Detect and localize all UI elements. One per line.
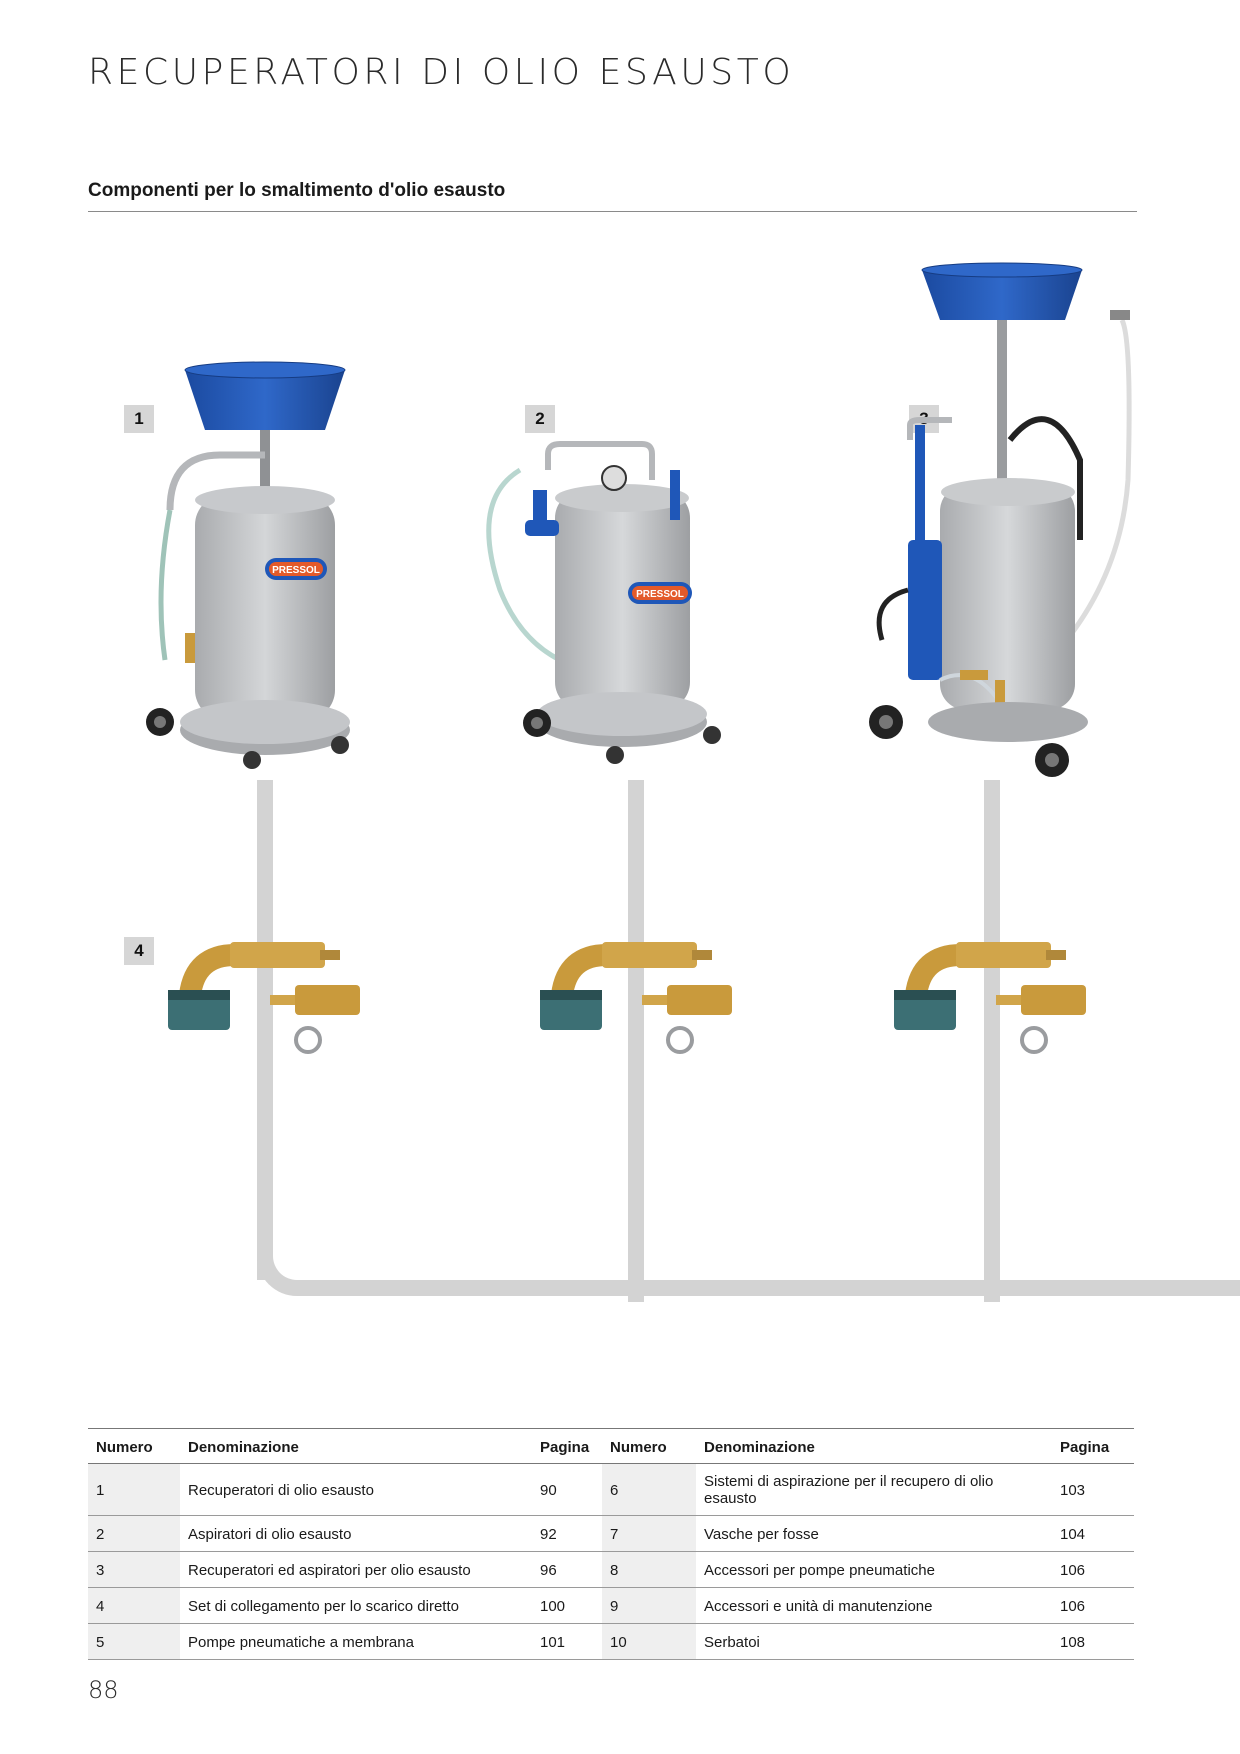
cell-pagina: 101 bbox=[532, 1623, 602, 1660]
cell-numero: 1 bbox=[88, 1463, 180, 1516]
col-header-pagina: Pagina bbox=[532, 1428, 602, 1464]
cell-pagina: 104 bbox=[1052, 1515, 1134, 1552]
cell-pagina: 92 bbox=[532, 1515, 602, 1552]
cell-denominazione: Aspiratori di olio esausto bbox=[180, 1515, 532, 1552]
cell-numero: 3 bbox=[88, 1551, 180, 1588]
section-divider bbox=[88, 211, 1137, 212]
cell-pagina: 103 bbox=[1052, 1463, 1134, 1516]
cell-numero: 5 bbox=[88, 1623, 180, 1660]
coupling-set-1-image bbox=[168, 942, 360, 1054]
cell-denominazione: Serbatoi bbox=[696, 1623, 1052, 1660]
pipe-vertical-3 bbox=[984, 780, 1000, 1302]
oil-drainer-1-image: PRESSOL bbox=[146, 361, 350, 769]
pipe-vertical-2 bbox=[628, 780, 644, 1302]
cell-denominazione: Recuperatori di olio esausto bbox=[180, 1463, 532, 1516]
table-header-row: Numero Denominazione Pagina Numero Denom… bbox=[88, 1428, 1134, 1464]
cell-numero: 4 bbox=[88, 1587, 180, 1624]
coupling-set-2-image bbox=[540, 942, 732, 1054]
coupling-set-3-image bbox=[894, 942, 1086, 1054]
cell-numero: 2 bbox=[88, 1515, 180, 1552]
badge-1: 1 bbox=[124, 405, 154, 433]
col-header-denominazione: Denominazione bbox=[180, 1428, 532, 1464]
col-header-numero: Numero bbox=[88, 1428, 180, 1464]
col-header-numero: Numero bbox=[602, 1428, 696, 1464]
cell-numero: 6 bbox=[602, 1463, 696, 1516]
table-row: 5 Pompe pneumatiche a membrana 101 10 Se… bbox=[88, 1623, 1134, 1660]
table-row: 4 Set di collegamento per lo scarico dir… bbox=[88, 1587, 1134, 1624]
table-row: 1 Recuperatori di olio esausto 90 6 Sist… bbox=[88, 1463, 1134, 1516]
oil-drainer-suction-3-image bbox=[869, 262, 1132, 777]
cell-denominazione: Pompe pneumatiche a membrana bbox=[180, 1623, 532, 1660]
col-header-denominazione: Denominazione bbox=[696, 1428, 1052, 1464]
table-row: 3 Recuperatori ed aspiratori per olio es… bbox=[88, 1551, 1134, 1588]
cell-denominazione: Vasche per fosse bbox=[696, 1515, 1052, 1552]
cell-denominazione: Recuperatori ed aspiratori per olio esau… bbox=[180, 1551, 532, 1588]
oil-suction-unit-2-image: PRESSOL bbox=[486, 441, 721, 764]
page-title: RECUPERATORI DI OLIO ESAUSTO bbox=[88, 52, 795, 93]
cell-denominazione: Set di collegamento per lo scarico diret… bbox=[180, 1587, 532, 1624]
pipe-vertical-1 bbox=[257, 780, 273, 1280]
section-heading: Componenti per lo smaltimento d'olio esa… bbox=[88, 180, 506, 201]
page-number: 88 bbox=[88, 1676, 119, 1704]
cell-numero: 8 bbox=[602, 1551, 696, 1588]
cell-denominazione: Accessori per pompe pneumatiche bbox=[696, 1551, 1052, 1588]
brand-label: PRESSOL bbox=[272, 565, 320, 576]
col-header-pagina: Pagina bbox=[1052, 1428, 1134, 1464]
cell-numero: 10 bbox=[602, 1623, 696, 1660]
table-row: 2 Aspiratori di olio esausto 92 7 Vasche… bbox=[88, 1515, 1134, 1552]
cell-numero: 7 bbox=[602, 1515, 696, 1552]
cell-pagina: 100 bbox=[532, 1587, 602, 1624]
cell-numero: 9 bbox=[602, 1587, 696, 1624]
badge-4: 4 bbox=[124, 937, 154, 965]
brand-label: PRESSOL bbox=[636, 589, 684, 600]
components-table: Numero Denominazione Pagina Numero Denom… bbox=[88, 1428, 1134, 1660]
cell-pagina: 106 bbox=[1052, 1551, 1134, 1588]
components-diagram: 1 2 3 4 PRESSOL bbox=[0, 240, 1240, 1310]
cell-denominazione: Accessori e unità di manutenzione bbox=[696, 1587, 1052, 1624]
badge-2: 2 bbox=[525, 405, 555, 433]
cell-denominazione: Sistemi di aspirazione per il recupero d… bbox=[696, 1463, 1052, 1516]
cell-pagina: 90 bbox=[532, 1463, 602, 1516]
cell-pagina: 106 bbox=[1052, 1587, 1134, 1624]
cell-pagina: 108 bbox=[1052, 1623, 1134, 1660]
pipe-corner bbox=[257, 1240, 313, 1296]
pipe-horizontal bbox=[312, 1280, 1240, 1296]
cell-pagina: 96 bbox=[532, 1551, 602, 1588]
